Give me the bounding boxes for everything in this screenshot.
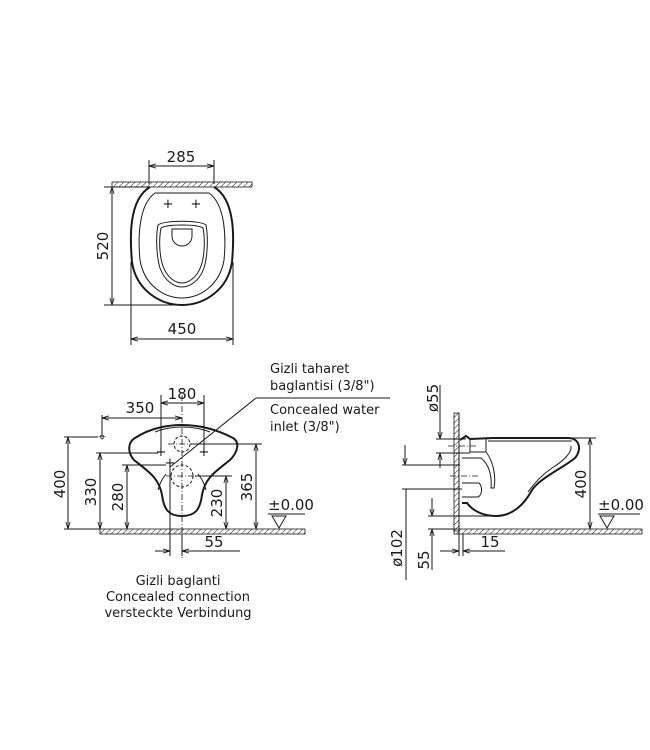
fixing-mark-icon: +	[163, 197, 174, 212]
dim-365: 365	[238, 473, 256, 502]
level-triangle-icon	[599, 515, 615, 529]
callout-tr-line2: baglantisi (3/8")	[270, 379, 375, 394]
fixing-mark-icon: ⌖	[98, 430, 106, 445]
dim-520: 520	[94, 232, 112, 261]
callout-en-line2: inlet (3/8")	[270, 420, 340, 435]
fixing-mark-icon: +	[191, 197, 202, 212]
dim-400-side: 400	[572, 470, 590, 499]
dim-dia102: ø102	[388, 529, 406, 567]
level-triangle-icon	[271, 515, 287, 529]
dim-180: 180	[168, 385, 197, 403]
fixing-mark-icon: +	[199, 445, 210, 460]
front-view: ⌖ + + + 180 350 400 330 280 230 365	[51, 362, 390, 621]
caption-tr: Gizli baglanti	[136, 574, 221, 589]
dim-15: 15	[480, 533, 499, 551]
fixing-mark-icon: +	[156, 445, 167, 460]
dim-330: 330	[82, 478, 100, 507]
floor-hatch	[99, 528, 306, 535]
dim-450: 450	[168, 320, 197, 338]
dim-55-side: 55	[415, 550, 433, 569]
dim-280: 280	[109, 483, 127, 512]
dim-350: 350	[126, 399, 155, 417]
dim-55-front: 55	[204, 533, 223, 551]
top-view: 285 + + 520 450	[94, 148, 253, 345]
dim-285: 285	[167, 148, 196, 166]
wall-hatch	[111, 181, 253, 188]
bowl-side-outline	[459, 434, 581, 518]
callout-tr-line1: Gizli taharet	[270, 362, 349, 377]
caption-en: Concealed connection	[106, 590, 250, 605]
dim-dia55: ø55	[424, 384, 442, 412]
floor-hatch-side	[453, 528, 643, 535]
bowl-front-outline	[128, 423, 239, 518]
level-label-side: ±0.00	[598, 496, 644, 514]
level-label-front: ±0.00	[268, 496, 314, 514]
wall-hatch-side	[453, 412, 460, 532]
dim-230: 230	[208, 489, 226, 518]
fixing-mark-icon: +	[165, 456, 176, 471]
side-view: ø55 ø102 55 15 400 ±0.00	[388, 384, 644, 580]
callout-en-line1: Concealed water	[270, 403, 380, 418]
caption-de: versteckte Verbindung	[104, 606, 251, 621]
dim-400-front: 400	[51, 470, 69, 499]
